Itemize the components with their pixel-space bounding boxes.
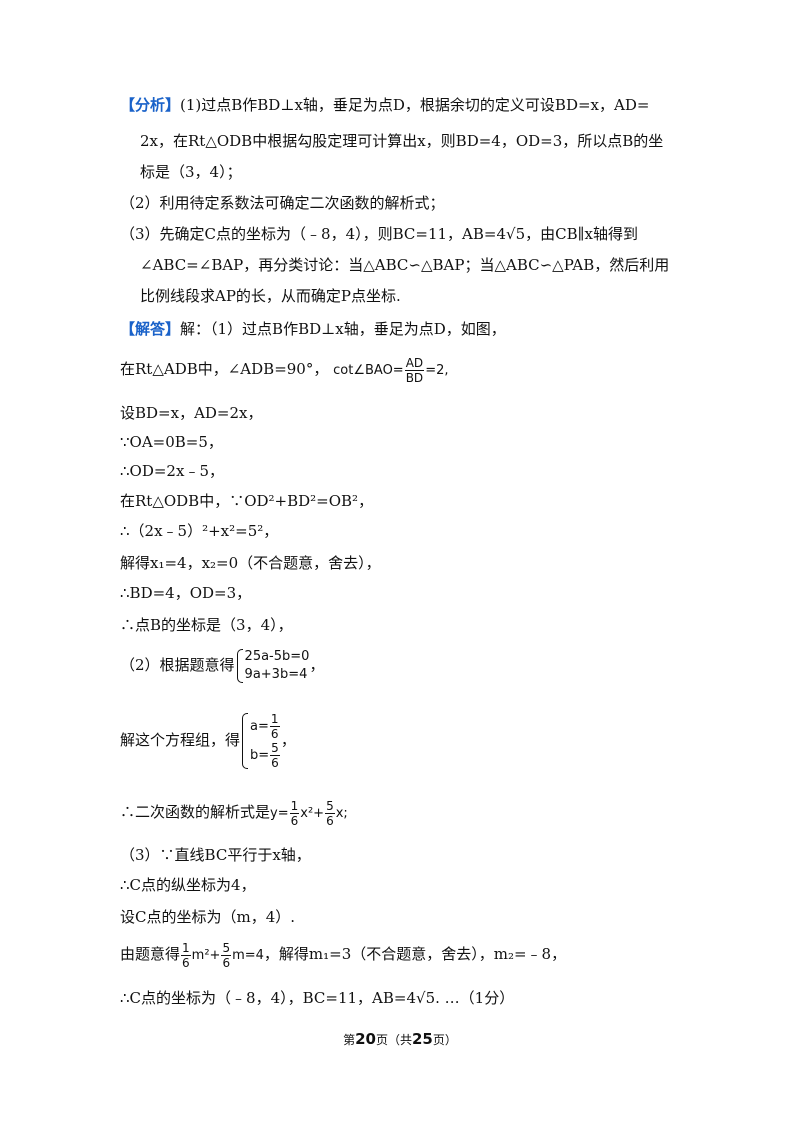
footer-suffix: 页） [432, 1033, 457, 1047]
analysis-text-1: (1)过点B作BD⊥x轴，垂足为点D，根据余切的定义可设BD=x，AD= [180, 96, 650, 114]
part3-line-3: 设C点的坐标为（m，4）. [120, 908, 296, 926]
equation-system: 25a-5b=0 9a+3b=4 [235, 648, 310, 684]
solution-line-7: ∴（2x﹣5）²+x²=5²， [120, 522, 279, 540]
b-numerator: 5 [270, 741, 280, 756]
function-denominator-2: 6 [326, 813, 334, 828]
solution-line-9: ∴BD=4，OD=3， [120, 584, 252, 602]
equation-denominator-2: 6 [222, 955, 231, 970]
part3-final-line: ∴C点的坐标为（﹣8，4），BC=11，AB=4√5. …（1分） [120, 989, 515, 1007]
footer-total-pages: 25 [412, 1030, 433, 1048]
equation-denominator-1: 6 [182, 955, 190, 970]
equation-result: ，解得m₁=3（不合题意，舍去），m₂=﹣8， [263, 945, 567, 963]
part2-text: （2）根据题意得 [120, 656, 235, 674]
part3-line-1: （3）∵直线BC平行于x轴， [120, 846, 311, 864]
equation-row-1: 25a-5b=0 [244, 649, 310, 664]
equation-tail: m=4 [232, 948, 264, 963]
equation-m-squared: m²+ [191, 948, 221, 963]
analysis-line-6: ∠ABC=∠BAP，再分类讨论：当△ABC∽△BAP；当△ABC∽△PAB，然后… [140, 256, 670, 274]
analysis-tag: 【分析】 [120, 96, 181, 114]
solve-text: 解这个方程组，得 [120, 731, 241, 749]
analysis-line-7: 比例线段求AP的长，从而确定P点坐标. [140, 287, 401, 305]
cot-denominator: BD [405, 370, 424, 385]
function-numerator-2: 5 [325, 798, 335, 814]
a-label: a= [250, 719, 269, 734]
solution-system-tail: ， [280, 731, 296, 749]
equation-row-2: 9a+3b=4 [244, 667, 308, 682]
function-numerator-1: 1 [289, 798, 300, 814]
analysis-line-5: （3）先确定C点的坐标为（﹣8，4），则BC=11，AB=4√5，由CB∥x轴得… [120, 225, 639, 243]
cot-label: cot∠BAO= [333, 363, 404, 378]
cot-numerator: AD [404, 355, 425, 371]
rt-adb-text: 在Rt△ADB中，∠ADB=90°， [120, 360, 329, 378]
part2-line: （2）根据题意得 25a-5b=0 9a+3b=4， [120, 643, 324, 687]
footer-page-number: 20 [355, 1030, 376, 1048]
page-footer: 第20页（共25页） [0, 1030, 800, 1048]
equation-numerator-1: 1 [181, 940, 191, 956]
function-x: x; [335, 806, 348, 821]
analysis-line-3: 标是（3，4）； [140, 163, 242, 181]
analysis-line-4: （2）利用待定系数法可确定二次函数的解析式； [120, 194, 445, 212]
cot-tail: =2, [425, 363, 449, 378]
footer-prefix: 第 [343, 1033, 356, 1047]
solution-tag: 【解答】 [120, 320, 181, 338]
equation-text: 由题意得 [120, 945, 181, 963]
solution-line-3: 设BD=x，AD=2x， [120, 404, 263, 422]
function-y: y= [270, 806, 289, 821]
function-denominator-1: 6 [290, 813, 299, 828]
analysis-line-1: 【分析】(1)过点B作BD⊥x轴，垂足为点D，根据余切的定义可设BD=x，AD= [120, 90, 649, 120]
b-denominator: 6 [271, 756, 279, 770]
a-numerator: 1 [269, 712, 280, 727]
equation-system-tail: ， [309, 656, 325, 674]
solution-line-4: ∵OA=0B=5， [120, 433, 223, 451]
function-text: ∴二次函数的解析式是 [120, 803, 271, 821]
solution-line-10: ∴点B的坐标是（3，4）， [120, 616, 293, 634]
part3-line-2: ∴C点的纵坐标为4， [120, 876, 256, 894]
footer-middle: 页（共 [375, 1033, 412, 1047]
solution-line-1: 【解答】解：（1）过点B作BD⊥x轴，垂足为点D，如图， [120, 314, 506, 344]
analysis-line-2: 2x，在Rt△ODB中根据勾股定理可计算出x，则BD=4，OD=3，所以点B的坐 [140, 132, 664, 150]
function-x-squared: x²+ [300, 806, 325, 821]
solution-line-5: ∴OD=2x﹣5， [120, 462, 224, 480]
solution-line-8: 解得x₁=4，x₂=0（不合题意，舍去）， [120, 554, 381, 572]
solution-text-1: 解：（1）过点B作BD⊥x轴，垂足为点D，如图， [180, 320, 506, 338]
equation-numerator-2: 5 [221, 940, 232, 956]
a-denominator: 6 [270, 727, 279, 741]
b-label: b= [250, 748, 270, 763]
solution-line-6: 在Rt△ODB中，∵OD²+BD²=OB²， [120, 492, 374, 510]
